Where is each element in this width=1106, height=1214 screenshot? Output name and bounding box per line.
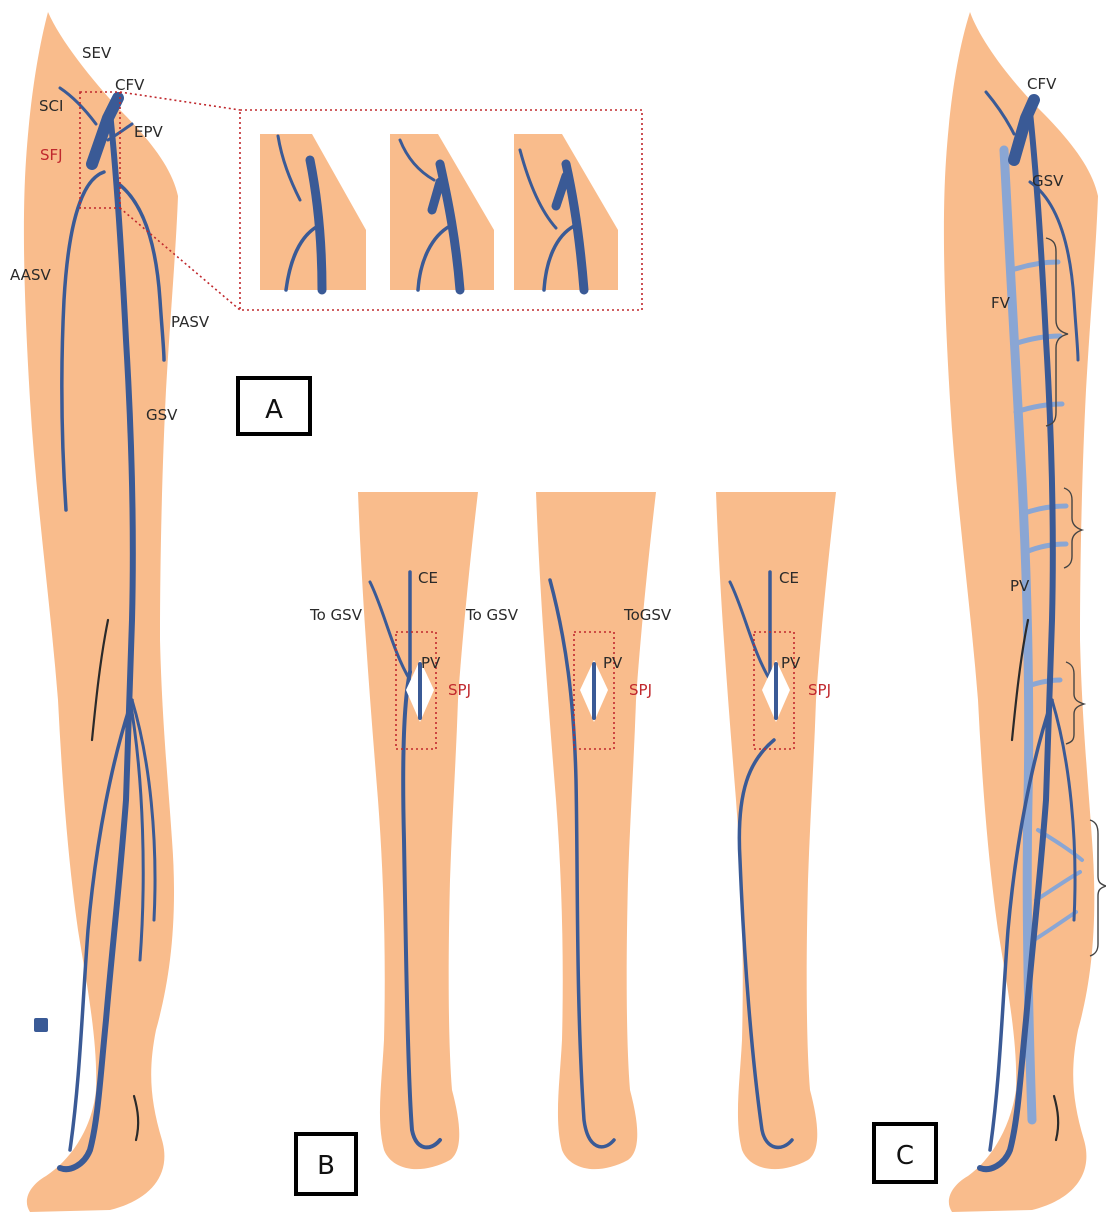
- junction-variants-inset: [240, 110, 642, 310]
- panel-c-leg: CFV GSV FV PV: [944, 12, 1106, 1212]
- zoom-connector-top: [120, 92, 240, 110]
- label-spj-b1: SPJ: [448, 681, 471, 699]
- svg-text:A: A: [265, 395, 283, 425]
- label-ce-b3: CE: [779, 569, 799, 587]
- label-fv: FV: [991, 294, 1011, 312]
- panel-label-c: C: [874, 1124, 936, 1182]
- label-pv-c: PV: [1010, 577, 1030, 595]
- label-to-gsv-b1-left: To GSV: [309, 606, 363, 624]
- label-aasv: AASV: [10, 266, 51, 284]
- panel-b-leg-1: CE To GSV To GSV PV SPJ: [309, 492, 519, 1169]
- leg-silhouette-a: [24, 12, 178, 1212]
- label-cfv-a: CFV: [115, 76, 145, 94]
- label-gsv-a: GSV: [146, 406, 178, 424]
- label-spj-b3: SPJ: [808, 681, 831, 699]
- label-cfv-c: CFV: [1027, 75, 1057, 93]
- label-pv-b1: PV: [421, 654, 441, 672]
- panel-label-b: B: [296, 1134, 356, 1194]
- junction-variant-1: [260, 134, 366, 290]
- junction-variant-2: [390, 134, 494, 290]
- label-to-gsv-b1-right: To GSV: [465, 606, 519, 624]
- svg-text:C: C: [896, 1141, 914, 1171]
- label-spj-b2: SPJ: [629, 681, 652, 699]
- junction-variant-3: [514, 134, 618, 290]
- label-gsv-c: GSV: [1032, 172, 1064, 190]
- label-sfj: SFJ: [40, 146, 63, 164]
- label-sci: SCI: [39, 97, 63, 115]
- small-square-marker: [34, 1018, 48, 1032]
- panel-a-leg: SEV CFV SCI EPV SFJ AASV PASV GSV: [10, 12, 240, 1212]
- svg-text:B: B: [317, 1151, 335, 1181]
- panel-b-leg-3: CE PV SPJ: [716, 492, 836, 1169]
- label-pasv: PASV: [171, 313, 210, 331]
- label-pv-b2: PV: [603, 654, 623, 672]
- label-pv-b3: PV: [781, 654, 801, 672]
- panel-label-a: A: [238, 378, 310, 434]
- label-ce-b1: CE: [418, 569, 438, 587]
- panel-b-leg-2: ToGSV PV SPJ: [536, 492, 672, 1169]
- label-epv: EPV: [134, 123, 164, 141]
- label-to-gsv-b2: ToGSV: [623, 606, 672, 624]
- label-sev: SEV: [82, 44, 112, 62]
